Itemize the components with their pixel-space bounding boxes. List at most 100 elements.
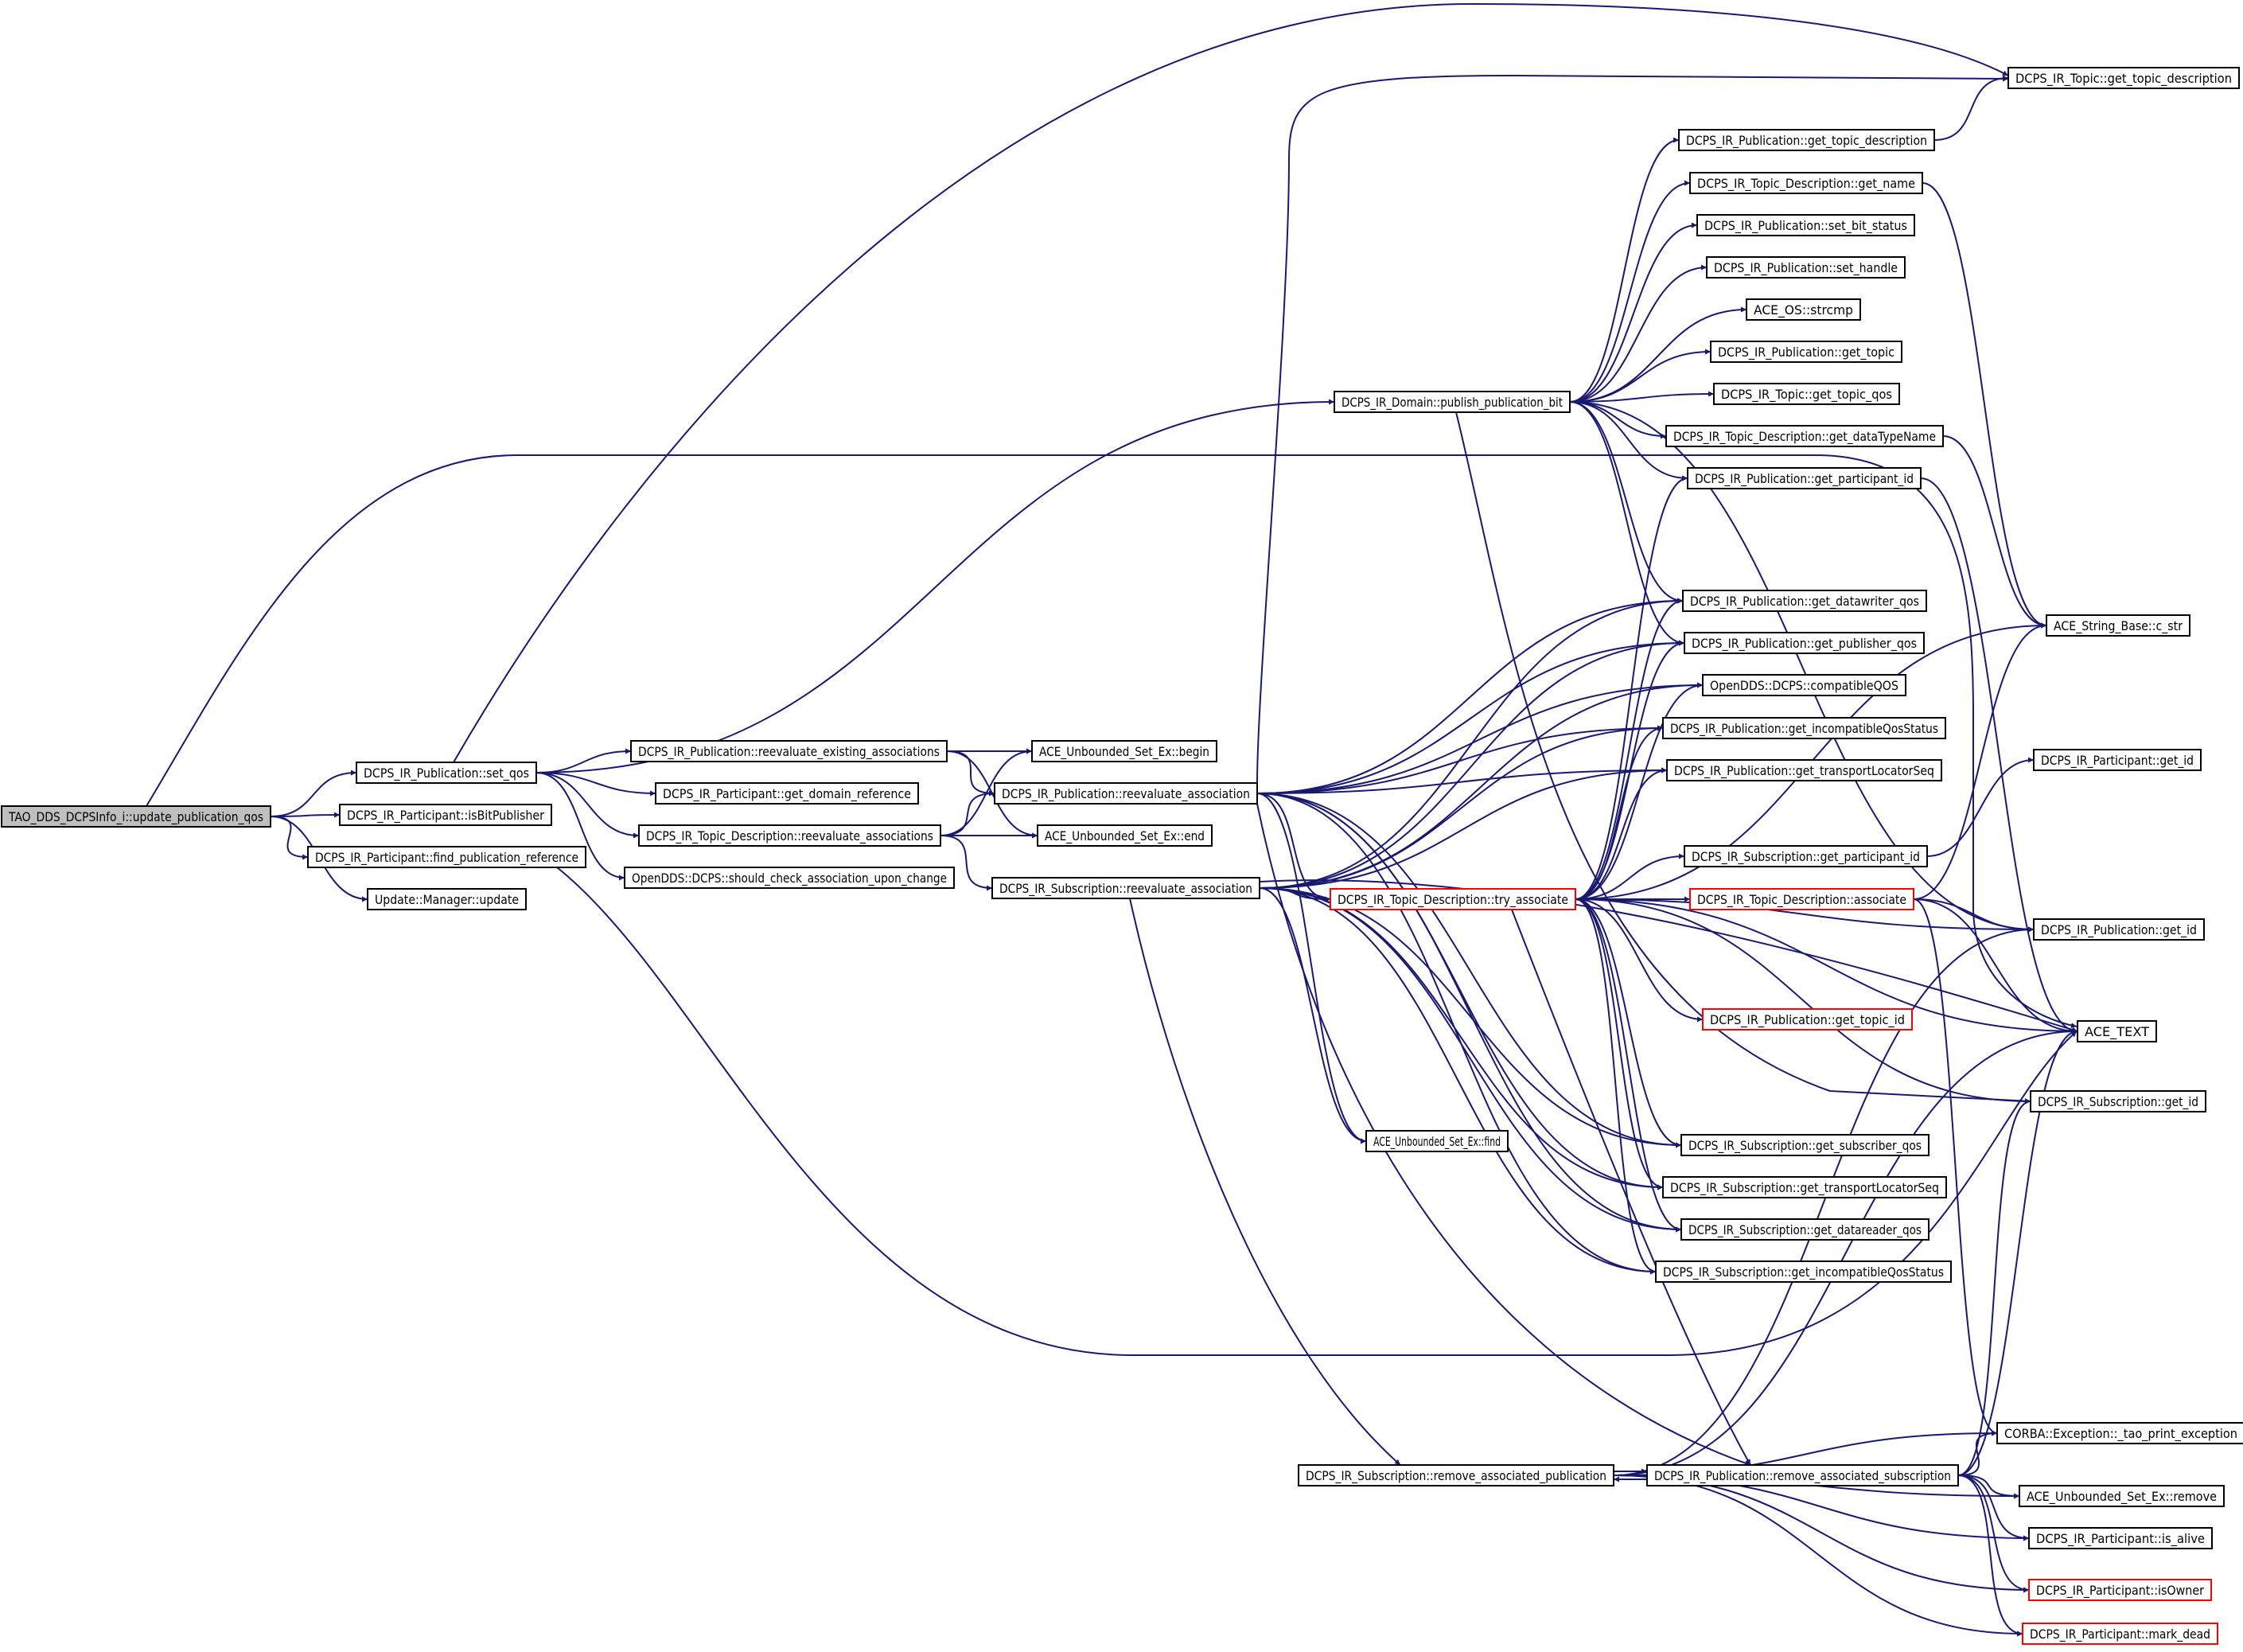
node-topicdesc-associate[interactable]: DCPS_IR_Topic_Description::associate (1689, 888, 1914, 910)
node-topicdesc-try-assoc[interactable]: DCPS_IR_Topic_Description::try_associate (1330, 888, 1576, 910)
node-sub-get-datareader-qos[interactable]: DCPS_IR_Subscription::get_datareader_qos (1680, 1218, 1930, 1241)
node-box[interactable] (2077, 1020, 2157, 1042)
node-box[interactable] (2019, 1485, 2225, 1507)
node-sub-get-incompat-status[interactable]: DCPS_IR_Subscription::get_incompatibleQo… (1655, 1260, 1952, 1283)
node-pub-get-topic[interactable]: DCPS_IR_Publication::get_topic (1710, 341, 1902, 363)
node-box[interactable] (1330, 888, 1576, 910)
node-box[interactable] (991, 877, 1260, 899)
node-topic-get-topic-qos[interactable]: DCPS_IR_Topic::get_topic_qos (1713, 383, 1900, 405)
node-topicdesc-get-datatype[interactable]: DCPS_IR_Topic_Description::get_dataTypeN… (1665, 425, 1944, 447)
node-topic-get-topic-desc[interactable]: DCPS_IR_Topic::get_topic_description (2007, 67, 2240, 89)
node-box[interactable] (307, 846, 586, 868)
node-should-check[interactable]: OpenDDS::DCPS::should_check_association_… (624, 867, 955, 889)
node-box[interactable] (1037, 824, 1213, 847)
node-ace-string-c-str[interactable]: ACE_String_Base::c_str (2046, 614, 2190, 637)
node-box[interactable] (1710, 341, 1902, 363)
node-domain-publish-bit[interactable]: DCPS_IR_Domain::publish_publication_bit (1334, 391, 1571, 413)
node-box[interactable] (1334, 391, 1571, 413)
node-box[interactable] (1666, 759, 1942, 781)
node-part-get-domain-ref[interactable]: DCPS_IR_Participant::get_domain_referenc… (655, 782, 919, 805)
node-box[interactable] (1702, 1008, 1913, 1031)
node-ace-text[interactable]: ACE_TEXT (2077, 1020, 2157, 1042)
node-part-mark-dead[interactable]: DCPS_IR_Participant::mark_dead (2022, 1623, 2218, 1645)
node-part-is-alive[interactable]: DCPS_IR_Participant::is_alive (2028, 1527, 2213, 1549)
node-part-get-id[interactable]: DCPS_IR_Participant::get_id (2033, 749, 2202, 771)
node-pub-get-topic-id[interactable]: DCPS_IR_Publication::get_topic_id (1702, 1008, 1913, 1031)
node-box[interactable] (356, 762, 537, 784)
node-pub-get-topic-desc[interactable]: DCPS_IR_Publication::get_topic_descripti… (1678, 129, 1935, 151)
node-sub-get-participant-id[interactable]: DCPS_IR_Subscription::get_participant_id (1684, 845, 1928, 867)
node-box[interactable] (1678, 129, 1935, 151)
node-box[interactable] (994, 782, 1258, 805)
node-pub-get-id[interactable]: DCPS_IR_Publication::get_id (2033, 918, 2205, 941)
node-box[interactable] (1031, 740, 1217, 762)
node-box[interactable] (1655, 1260, 1952, 1283)
node-sub-reeval-assoc[interactable]: DCPS_IR_Subscription::reevaluate_associa… (991, 877, 1260, 899)
node-box[interactable] (1996, 1422, 2243, 1444)
node-pub-set-handle[interactable]: DCPS_IR_Publication::set_handle (1706, 256, 1906, 279)
node-topicdesc-get-name[interactable]: DCPS_IR_Topic_Description::get_name (1689, 172, 1923, 194)
node-box[interactable] (1365, 1130, 1509, 1152)
node-pub-reeval-existing[interactable]: DCPS_IR_Publication::reevaluate_existing… (630, 740, 948, 762)
node-box[interactable] (2028, 1579, 2212, 1601)
node-box[interactable] (624, 867, 955, 889)
node-pub-get-transport-locator[interactable]: DCPS_IR_Publication::get_transportLocato… (1666, 759, 1942, 781)
node-box[interactable] (630, 740, 948, 762)
node-box[interactable] (2033, 918, 2205, 941)
node-pub-set-bit-status[interactable]: DCPS_IR_Publication::set_bit_status (1696, 214, 1915, 236)
node-pub-get-datawriter-qos[interactable]: DCPS_IR_Publication::get_datawriter_qos (1682, 590, 1927, 612)
node-pub-get-participant-id[interactable]: DCPS_IR_Publication::get_participant_id (1687, 467, 1922, 489)
node-box[interactable] (2046, 614, 2190, 637)
node-box[interactable] (1646, 1464, 1959, 1486)
node-corba-tao-print[interactable]: CORBA::Exception::_tao_print_exception (1996, 1422, 2243, 1444)
node-box[interactable] (1298, 1464, 1614, 1486)
node-box[interactable] (655, 782, 919, 805)
node-box[interactable] (1684, 845, 1928, 867)
node-box[interactable] (1713, 383, 1900, 405)
node-pub-set-qos[interactable]: DCPS_IR_Publication::set_qos (356, 762, 537, 784)
node-box[interactable] (1687, 467, 1922, 489)
node-box[interactable] (2033, 749, 2202, 771)
node-box[interactable] (1684, 632, 1925, 654)
node-box[interactable] (1702, 674, 1906, 696)
node-pub-remove-assoc-sub[interactable]: DCPS_IR_Publication::remove_associated_s… (1646, 1464, 1959, 1486)
node-box[interactable] (2022, 1623, 2218, 1645)
node-set-begin[interactable]: ACE_Unbounded_Set_Ex::begin (1031, 740, 1217, 762)
node-box[interactable] (1680, 1134, 1930, 1156)
node-update-manager[interactable]: Update::Manager::update (367, 888, 527, 910)
node-root[interactable]: TAO_DDS_DCPSInfo_i::update_publication_q… (1, 805, 271, 828)
node-set-end[interactable]: ACE_Unbounded_Set_Ex::end (1037, 824, 1213, 847)
node-compatible-qos[interactable]: OpenDDS::DCPS::compatibleQOS (1702, 674, 1906, 696)
node-box[interactable] (1746, 298, 1861, 321)
node-topicdesc-reeval-assocs[interactable]: DCPS_IR_Topic_Description::reevaluate_as… (638, 824, 941, 847)
node-pub-reeval-assoc[interactable]: DCPS_IR_Publication::reevaluate_associat… (994, 782, 1258, 805)
node-part-is-owner[interactable]: DCPS_IR_Participant::isOwner (2028, 1579, 2212, 1601)
node-box[interactable] (1689, 172, 1923, 194)
node-sub-remove-assoc-pub[interactable]: DCPS_IR_Subscription::remove_associated_… (1298, 1464, 1614, 1486)
node-box[interactable] (2007, 67, 2240, 89)
node-part-find-pub-ref[interactable]: DCPS_IR_Participant::find_publication_re… (307, 846, 586, 868)
node-pub-get-publisher-qos[interactable]: DCPS_IR_Publication::get_publisher_qos (1684, 632, 1925, 654)
node-pub-get-incompat-status[interactable]: DCPS_IR_Publication::get_incompatibleQos… (1662, 717, 1946, 739)
node-box[interactable] (638, 824, 941, 847)
node-ace-strcmp[interactable]: ACE_OS::strcmp (1746, 298, 1861, 321)
node-box[interactable] (1662, 717, 1946, 739)
node-box[interactable] (1706, 256, 1906, 279)
node-box[interactable] (339, 804, 552, 826)
node-part-isBitPublisher[interactable]: DCPS_IR_Participant::isBitPublisher (339, 804, 552, 826)
node-box[interactable] (1665, 425, 1944, 447)
node-box[interactable] (1, 805, 271, 828)
node-sub-get-subscriber-qos[interactable]: DCPS_IR_Subscription::get_subscriber_qos (1680, 1134, 1930, 1156)
node-box[interactable] (1662, 1176, 1947, 1198)
node-set-find[interactable]: ACE_Unbounded_Set_Ex::find (1365, 1130, 1509, 1152)
node-sub-get-transport-locator[interactable]: DCPS_IR_Subscription::get_transportLocat… (1662, 1176, 1947, 1198)
node-set-remove[interactable]: ACE_Unbounded_Set_Ex::remove (2019, 1485, 2225, 1507)
node-box[interactable] (1682, 590, 1927, 612)
node-sub-get-id[interactable]: DCPS_IR_Subscription::get_id (2030, 1090, 2206, 1112)
node-box[interactable] (2028, 1527, 2213, 1549)
node-box[interactable] (1689, 888, 1914, 910)
node-box[interactable] (367, 888, 527, 910)
node-box[interactable] (1696, 214, 1915, 236)
node-box[interactable] (2030, 1090, 2206, 1112)
node-box[interactable] (1680, 1218, 1930, 1241)
